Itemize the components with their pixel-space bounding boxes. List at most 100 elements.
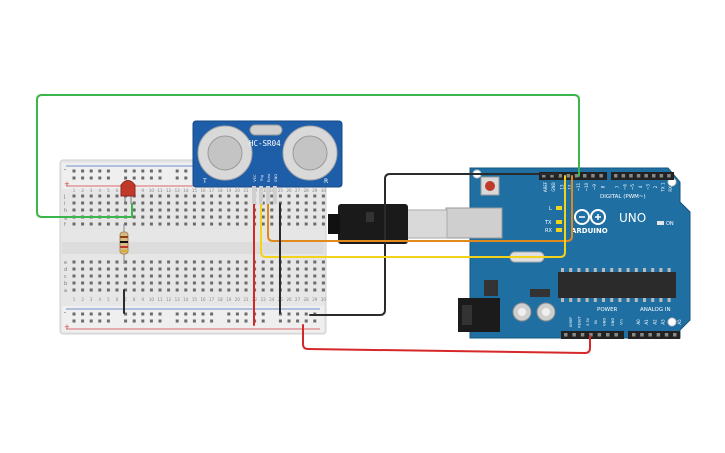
breadboard-hole[interactable]: [192, 215, 196, 219]
breadboard-hole[interactable]: [115, 288, 119, 292]
digital-pin[interactable]: [583, 174, 587, 178]
rail-hole[interactable]: [313, 319, 317, 323]
breadboard-hole[interactable]: [141, 267, 145, 271]
breadboard-hole[interactable]: [270, 208, 274, 212]
wire-green[interactable]: [36, 94, 580, 218]
breadboard-hole[interactable]: [115, 267, 119, 271]
breadboard-hole[interactable]: [313, 222, 317, 226]
breadboard-hole[interactable]: [261, 222, 265, 226]
breadboard-hole[interactable]: [184, 281, 188, 285]
breadboard-hole[interactable]: [227, 281, 231, 285]
breadboard-hole[interactable]: [106, 288, 110, 292]
breadboard-hole[interactable]: [287, 208, 291, 212]
breadboard-hole[interactable]: [158, 288, 162, 292]
breadboard-hole[interactable]: [235, 260, 239, 264]
breadboard-hole[interactable]: [201, 194, 205, 198]
breadboard-hole[interactable]: [158, 194, 162, 198]
breadboard-hole[interactable]: [321, 260, 325, 264]
breadboard-hole[interactable]: [149, 288, 153, 292]
breadboard-hole[interactable]: [89, 260, 93, 264]
breadboard-hole[interactable]: [106, 260, 110, 264]
breadboard-hole[interactable]: [89, 288, 93, 292]
breadboard-hole[interactable]: [287, 201, 291, 205]
analog-pin[interactable]: [640, 333, 644, 337]
digital-pin[interactable]: [629, 174, 633, 178]
breadboard-hole[interactable]: [261, 208, 265, 212]
digital-pin[interactable]: [558, 174, 562, 178]
breadboard-hole[interactable]: [98, 260, 102, 264]
digital-pin[interactable]: [667, 174, 671, 178]
breadboard-hole[interactable]: [167, 260, 171, 264]
breadboard-hole[interactable]: [141, 201, 145, 205]
breadboard-hole[interactable]: [132, 208, 136, 212]
breadboard-hole[interactable]: [270, 288, 274, 292]
breadboard-hole[interactable]: [72, 201, 76, 205]
breadboard-hole[interactable]: [321, 267, 325, 271]
breadboard-hole[interactable]: [321, 208, 325, 212]
breadboard-hole[interactable]: [72, 288, 76, 292]
breadboard-hole[interactable]: [141, 215, 145, 219]
breadboard-hole[interactable]: [278, 201, 282, 205]
breadboard-hole[interactable]: [321, 281, 325, 285]
breadboard-hole[interactable]: [201, 281, 205, 285]
rail-hole[interactable]: [304, 312, 308, 316]
breadboard-hole[interactable]: [158, 267, 162, 271]
breadboard-hole[interactable]: [313, 288, 317, 292]
breadboard-hole[interactable]: [313, 201, 317, 205]
breadboard-hole[interactable]: [296, 281, 300, 285]
power-pin[interactable]: [614, 333, 618, 337]
breadboard-hole[interactable]: [115, 274, 119, 278]
breadboard-hole[interactable]: [115, 208, 119, 212]
breadboard-hole[interactable]: [184, 201, 188, 205]
breadboard-hole[interactable]: [149, 274, 153, 278]
rail-hole[interactable]: [244, 312, 248, 316]
rail-hole[interactable]: [124, 176, 128, 180]
breadboard-hole[interactable]: [167, 281, 171, 285]
breadboard-hole[interactable]: [192, 267, 196, 271]
breadboard-hole[interactable]: [287, 222, 291, 226]
breadboard-hole[interactable]: [192, 281, 196, 285]
breadboard-hole[interactable]: [201, 260, 205, 264]
breadboard-hole[interactable]: [270, 215, 274, 219]
breadboard-hole[interactable]: [261, 194, 265, 198]
rail-hole[interactable]: [149, 169, 153, 173]
breadboard-hole[interactable]: [72, 222, 76, 226]
rail-hole[interactable]: [201, 319, 205, 323]
breadboard-hole[interactable]: [72, 274, 76, 278]
breadboard-hole[interactable]: [261, 281, 265, 285]
digital-pin[interactable]: [621, 174, 626, 178]
breadboard-hole[interactable]: [72, 281, 76, 285]
breadboard-hole[interactable]: [124, 201, 128, 205]
breadboard-hole[interactable]: [321, 194, 325, 198]
breadboard-hole[interactable]: [132, 267, 136, 271]
rail-hole[interactable]: [106, 319, 110, 323]
breadboard-hole[interactable]: [175, 201, 179, 205]
breadboard-hole[interactable]: [261, 274, 265, 278]
power-pin[interactable]: [597, 333, 602, 337]
rail-hole[interactable]: [278, 312, 282, 316]
breadboard-hole[interactable]: [287, 260, 291, 264]
rail-hole[interactable]: [287, 319, 291, 323]
wire-red[interactable]: [302, 324, 591, 354]
breadboard-hole[interactable]: [192, 260, 196, 264]
digital-pin[interactable]: [599, 174, 603, 178]
breadboard-hole[interactable]: [296, 215, 300, 219]
rail-hole[interactable]: [89, 319, 93, 323]
breadboard-hole[interactable]: [124, 208, 128, 212]
breadboard-hole[interactable]: [321, 288, 325, 292]
rail-hole[interactable]: [158, 312, 162, 316]
breadboard-hole[interactable]: [270, 274, 274, 278]
breadboard-hole[interactable]: [132, 288, 136, 292]
breadboard-hole[interactable]: [287, 288, 291, 292]
breadboard-hole[interactable]: [141, 208, 145, 212]
breadboard-hole[interactable]: [98, 274, 102, 278]
breadboard-hole[interactable]: [304, 201, 308, 205]
digital-pin[interactable]: [614, 174, 618, 178]
breadboard-hole[interactable]: [106, 267, 110, 271]
rail-hole[interactable]: [106, 176, 110, 180]
breadboard-hole[interactable]: [158, 281, 162, 285]
breadboard-hole[interactable]: [141, 260, 145, 264]
dc-power-jack[interactable]: [458, 298, 500, 332]
rail-hole[interactable]: [72, 169, 76, 173]
usb-plug[interactable]: [338, 204, 408, 244]
